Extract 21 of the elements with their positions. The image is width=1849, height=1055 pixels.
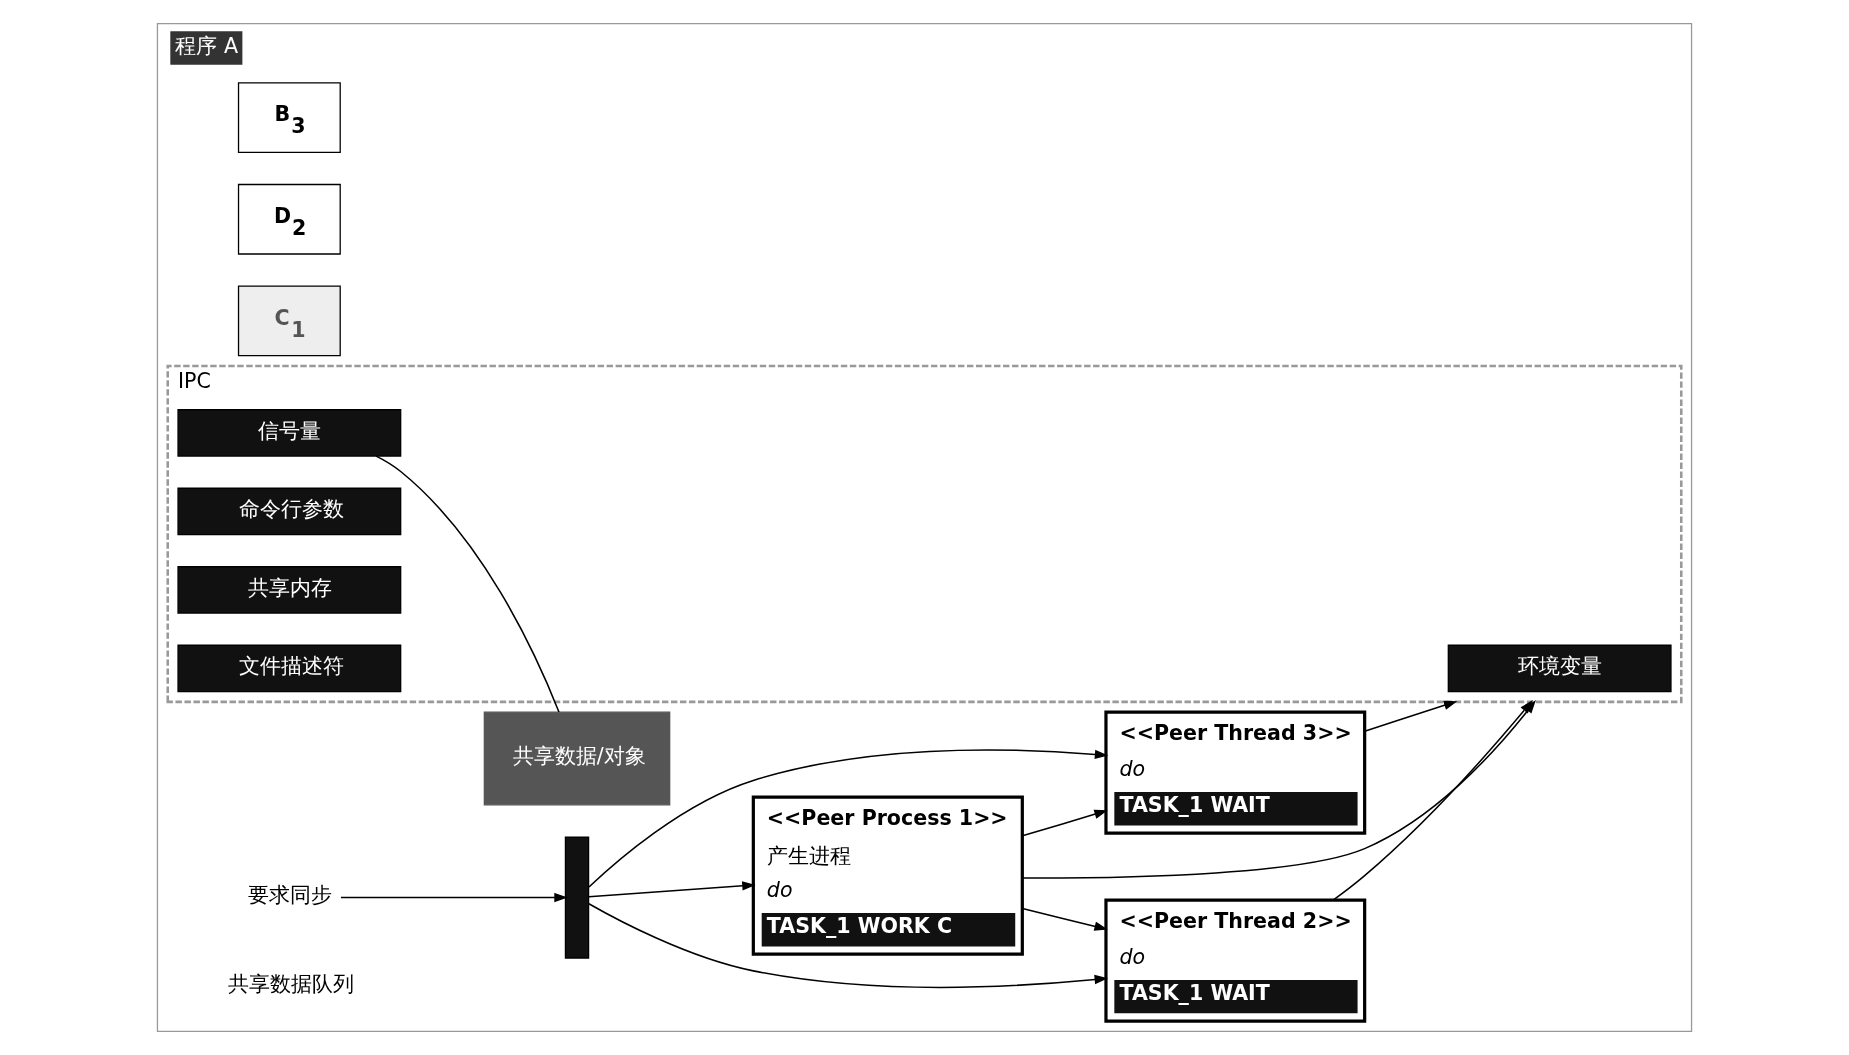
- arrow: [588, 902, 1108, 988]
- node-box: <<Peer Process 1>> 产生进程 do TASK_1 WORK C: [751, 795, 1024, 956]
- label: 共享数据队列: [228, 972, 355, 997]
- node-box: 共享内存: [177, 566, 402, 614]
- arrow: [588, 881, 756, 898]
- node-box: 命令行参数: [177, 487, 402, 536]
- arrow: [1332, 700, 1533, 901]
- node-bar: [564, 836, 590, 959]
- node-text: 要求同步: [248, 883, 333, 908]
- arrow: [1021, 907, 1108, 931]
- arrow: [1021, 809, 1108, 837]
- arrow: [1363, 700, 1458, 732]
- node-box: <<Peer Thread 3>> do TASK_1 WAIT: [1104, 710, 1367, 835]
- node-box: 共享数据/对象: [483, 711, 671, 806]
- connector: [375, 455, 560, 713]
- arrow: [340, 892, 568, 903]
- node-box: 环境变量: [1447, 644, 1672, 693]
- node-box: 文件描述符: [177, 644, 402, 693]
- arrow: [588, 749, 1109, 888]
- node-box: <<Peer Thread 2>> do TASK_1 WAIT: [1104, 898, 1367, 1023]
- node-box: 信号量: [177, 409, 402, 457]
